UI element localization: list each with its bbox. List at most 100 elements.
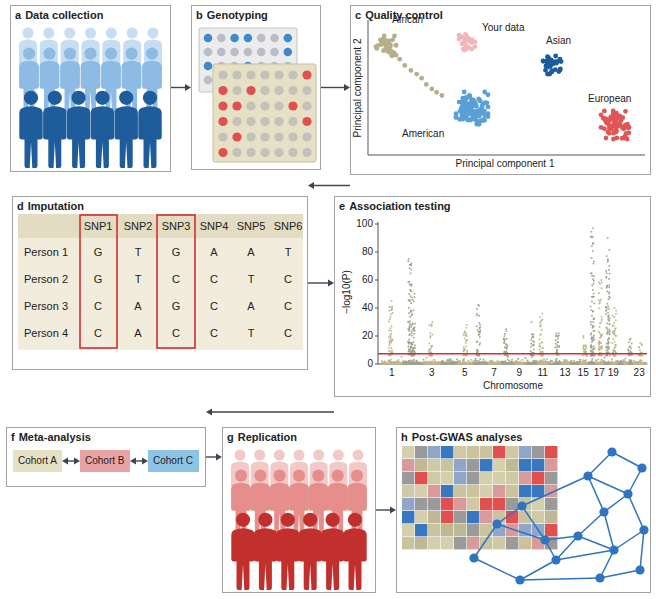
manhattan-point bbox=[566, 362, 568, 364]
manhattan-point bbox=[497, 363, 499, 365]
manhattan-point bbox=[468, 363, 470, 365]
manhattan-point bbox=[606, 362, 608, 364]
manhattan-point bbox=[463, 358, 465, 360]
genotype-dot bbox=[246, 148, 255, 157]
manhattan-point bbox=[409, 363, 411, 365]
pca-point bbox=[604, 136, 609, 141]
manhattan-point bbox=[495, 362, 497, 364]
person-body bbox=[122, 61, 142, 113]
manhattan-point bbox=[381, 360, 383, 362]
manhattan-point bbox=[563, 363, 565, 365]
manhattan-point bbox=[639, 362, 641, 364]
manhattan-point bbox=[389, 360, 391, 362]
manhattan-point bbox=[384, 362, 386, 364]
manhattan-point bbox=[503, 362, 505, 364]
manhattan-point bbox=[454, 361, 456, 363]
genotype-dot bbox=[260, 86, 269, 95]
manhattan-point bbox=[439, 362, 441, 364]
manhattan-point bbox=[388, 360, 390, 362]
manhattan-point bbox=[468, 362, 470, 364]
manhattan-point bbox=[594, 363, 596, 365]
manhattan-point bbox=[623, 359, 625, 361]
manhattan-point bbox=[621, 363, 623, 365]
pca-point bbox=[387, 49, 392, 54]
pca-point bbox=[611, 109, 616, 114]
manhattan-point bbox=[430, 361, 432, 363]
manhattan-point bbox=[441, 363, 443, 365]
manhattan-point bbox=[566, 363, 568, 365]
manhattan-point bbox=[474, 360, 476, 362]
manhattan-point bbox=[588, 362, 590, 364]
manhattan-point bbox=[589, 362, 591, 364]
manhattan-point bbox=[493, 363, 495, 365]
manhattan-point bbox=[391, 307, 393, 309]
genotype-dot bbox=[284, 34, 293, 43]
person-head bbox=[281, 513, 295, 527]
manhattan-point bbox=[545, 363, 547, 365]
manhattan-point bbox=[630, 361, 632, 363]
manhattan-point bbox=[531, 363, 533, 365]
manhattan-point bbox=[484, 361, 486, 363]
manhattan-point bbox=[597, 363, 599, 365]
manhattan-point bbox=[410, 264, 412, 266]
manhattan-point bbox=[525, 357, 527, 359]
manhattan-point bbox=[403, 361, 405, 363]
person-head bbox=[235, 450, 246, 461]
manhattan-point bbox=[593, 362, 595, 364]
manhattan-point bbox=[403, 363, 405, 365]
pca-point bbox=[459, 34, 464, 39]
manhattan-point bbox=[466, 363, 468, 365]
manhattan-point bbox=[475, 363, 477, 365]
manhattan-point bbox=[390, 338, 392, 340]
manhattan-point bbox=[537, 363, 539, 365]
manhattan-point bbox=[487, 363, 489, 365]
person-head bbox=[125, 48, 137, 60]
manhattan-point bbox=[401, 356, 403, 358]
manhattan-point bbox=[635, 362, 637, 364]
manhattan-point bbox=[389, 362, 391, 364]
manhattan-point bbox=[511, 361, 513, 363]
manhattan-point bbox=[438, 362, 440, 364]
manhattan-point bbox=[528, 362, 530, 364]
manhattan-point bbox=[573, 363, 575, 365]
manhattan-point bbox=[409, 323, 411, 325]
manhattan-point bbox=[578, 362, 580, 364]
manhattan-point bbox=[488, 363, 490, 365]
manhattan-point bbox=[505, 361, 507, 363]
manhattan-point bbox=[412, 363, 414, 365]
person-body bbox=[91, 106, 114, 168]
manhattan-point bbox=[533, 363, 535, 365]
manhattan-point bbox=[398, 359, 400, 361]
manhattan-point bbox=[558, 363, 560, 365]
person-head bbox=[325, 513, 339, 527]
axis-line bbox=[368, 155, 645, 156]
manhattan-point bbox=[403, 363, 405, 365]
manhattan-point bbox=[472, 361, 474, 363]
manhattan-point bbox=[596, 362, 598, 364]
manhattan-point bbox=[409, 350, 411, 352]
manhattan-point bbox=[509, 363, 511, 365]
manhattan-point bbox=[480, 362, 482, 364]
manhattan-point bbox=[499, 363, 501, 365]
pca-point bbox=[384, 45, 389, 50]
manhattan-point bbox=[643, 362, 645, 364]
pca-point bbox=[392, 34, 397, 39]
genotype-dot bbox=[302, 132, 311, 141]
manhattan-point bbox=[502, 363, 504, 365]
person-head bbox=[119, 91, 133, 105]
manhattan-point bbox=[594, 362, 596, 364]
manhattan-point bbox=[482, 362, 484, 364]
person-head bbox=[105, 48, 117, 60]
manhattan-point bbox=[545, 360, 547, 362]
manhattan-point bbox=[436, 362, 438, 364]
manhattan-point bbox=[459, 363, 461, 365]
axis-tick bbox=[375, 364, 378, 365]
manhattan-point bbox=[391, 338, 393, 340]
manhattan-point bbox=[501, 363, 503, 365]
manhattan-point bbox=[468, 360, 470, 362]
manhattan-point bbox=[491, 363, 493, 365]
manhattan-point bbox=[563, 363, 565, 365]
manhattan-point bbox=[561, 363, 563, 365]
axis-tick bbox=[375, 252, 378, 253]
manhattan-point bbox=[588, 362, 590, 364]
